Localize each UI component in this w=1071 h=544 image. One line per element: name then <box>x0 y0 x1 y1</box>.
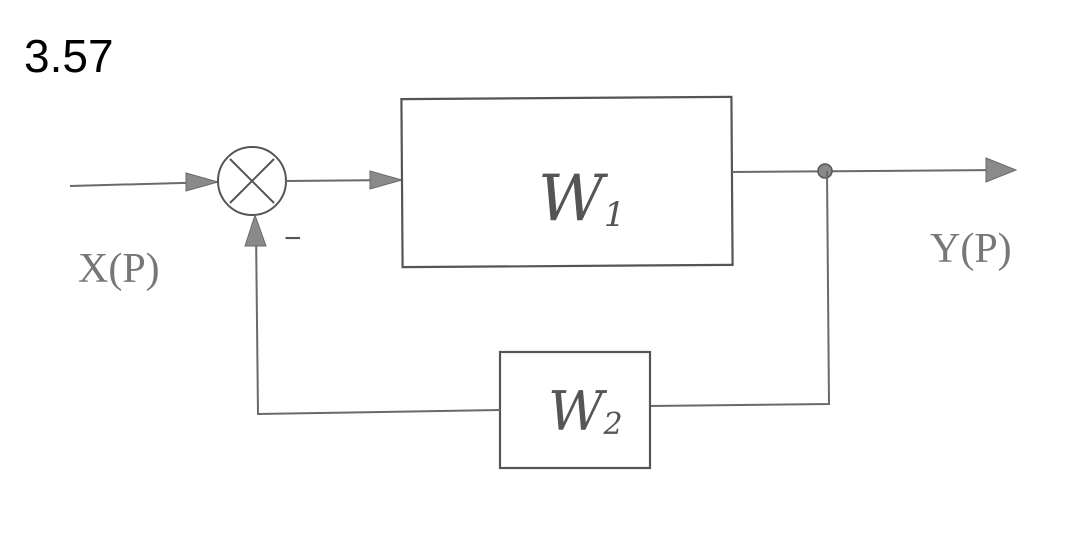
input-arrow-icon <box>185 172 220 192</box>
summing-junction <box>217 146 287 216</box>
forward-block-w1 <box>400 95 734 269</box>
output-label: Y(P) <box>930 226 1012 272</box>
feedback-line-left <box>255 229 501 416</box>
output-arrow-icon <box>985 157 1018 183</box>
w2-label: W2 <box>548 380 623 443</box>
w1-input-arrow-icon <box>369 170 404 190</box>
feedback-sign: − <box>284 222 302 255</box>
w1-label: W1 <box>538 162 625 236</box>
input-label: X(P) <box>78 246 160 292</box>
output-line <box>731 169 1001 173</box>
problem-number: 3.57 <box>24 30 114 82</box>
feedback-line-right <box>649 170 831 407</box>
feedback-arrow-icon <box>244 213 267 247</box>
feedback-block-w2 <box>498 350 652 470</box>
takeoff-point <box>817 163 833 179</box>
